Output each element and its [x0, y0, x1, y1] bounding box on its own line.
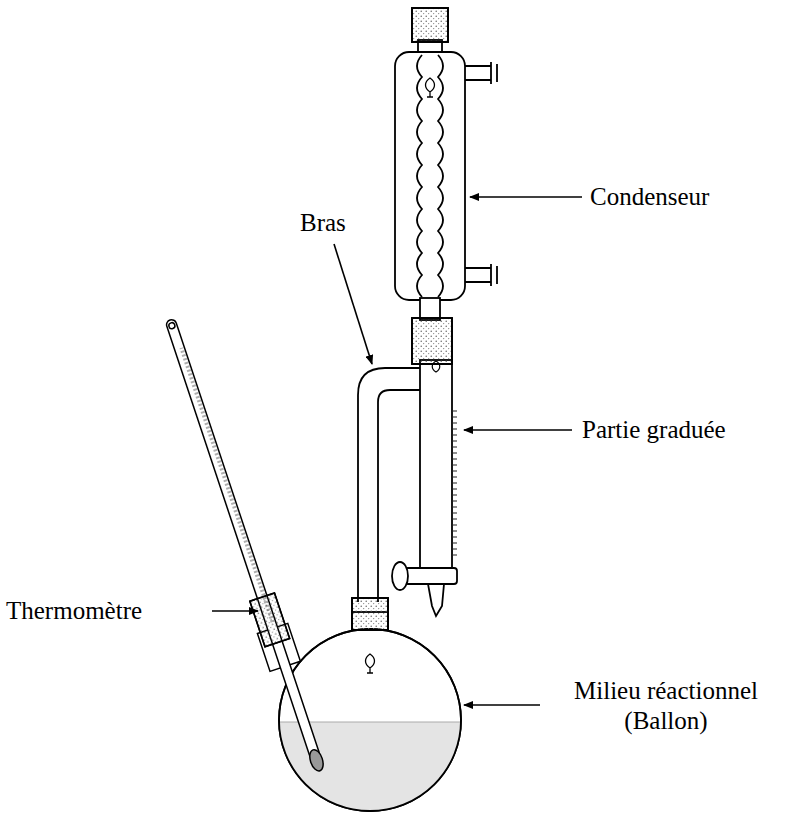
graduated-label: Partie graduée — [582, 415, 726, 445]
condenser — [395, 8, 497, 320]
thermometer — [155, 315, 335, 776]
leader-arrows — [212, 197, 582, 705]
arm-label: Bras — [300, 208, 346, 238]
dean-stark-trap — [358, 318, 460, 616]
flask-label: Milieu réactionnel (Ballon) — [546, 676, 786, 736]
thermometer-label: Thermomètre — [6, 596, 142, 626]
condenser-label: Condenseur — [590, 182, 709, 212]
